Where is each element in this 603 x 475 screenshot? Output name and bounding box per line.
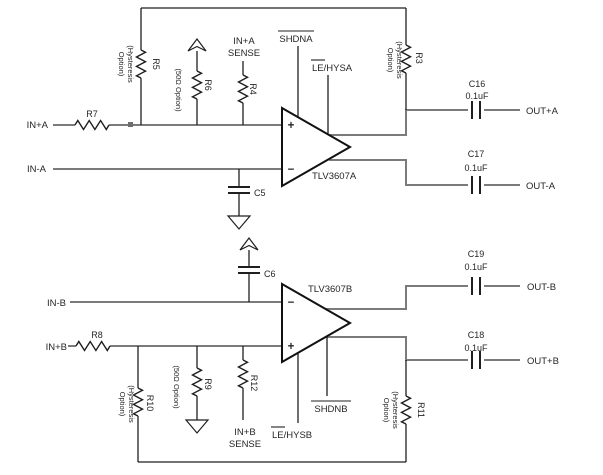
channel-b-labels: IN-B IN+B R8 R10 (Hysteresis Option) R9 …	[46, 249, 559, 450]
supply-arrow-icon	[239, 237, 259, 251]
net-out-plus-a	[329, 109, 520, 136]
c17-value: 0.1uF	[464, 163, 488, 173]
branch-wires	[137, 7, 407, 463]
r4-label: R4	[248, 83, 258, 95]
in-plus-b-sense-line2: SENSE	[229, 439, 261, 450]
c16-value: 0.1uF	[465, 91, 489, 101]
r9-label: R9	[203, 378, 213, 390]
r6-option-label: (50Ω Option)	[174, 68, 183, 112]
overlines	[271, 30, 351, 428]
cap-c16-symbol	[471, 101, 481, 119]
comparator-a: + − TLV3607A	[281, 106, 357, 188]
comparator-a-minus-sign: −	[288, 164, 295, 176]
nets	[53, 109, 520, 361]
ground-icon	[184, 419, 210, 434]
in-plus-a-label: IN+A	[27, 120, 49, 131]
in-plus-b-sense-line1: IN+B	[234, 427, 255, 438]
shdnb-label: SHDNB	[314, 404, 347, 415]
r12-label: R12	[249, 375, 259, 392]
c5-label: C5	[254, 188, 266, 198]
resistor-r12-symbol	[236, 359, 250, 389]
r11-option-label: (Hysteresis Option)	[382, 391, 400, 429]
resistor-r3-symbol	[399, 44, 413, 74]
c6-label: C6	[264, 269, 276, 279]
r5-option-line2: Option)	[117, 52, 126, 77]
junction-dot	[128, 122, 133, 127]
c16-label: C16	[469, 79, 486, 89]
r5-option-label: (Hysteresis Option)	[117, 45, 135, 83]
le-hysb-label: LE/HYSB	[272, 430, 312, 441]
channel-a-labels: IN+A IN-A R7 R5 (Hysteresis Option) R6 (…	[27, 34, 559, 198]
r10-option-line2: Option)	[118, 392, 127, 417]
out-minus-b-label: OUT-B	[527, 282, 556, 293]
net-out-minus-a	[329, 159, 520, 186]
r3-label: R3	[414, 52, 424, 64]
net-out-plus-b	[326, 336, 520, 361]
in-minus-b-label: IN-B	[47, 298, 66, 309]
cap-c18-symbol	[471, 351, 481, 369]
r5-label: R5	[151, 58, 161, 70]
out-minus-a-label: OUT-A	[526, 181, 556, 192]
power-symbols	[184, 38, 259, 434]
r8-label: R8	[91, 330, 103, 340]
c17-label: C17	[468, 149, 485, 159]
comparator-a-label: TLV3607A	[312, 171, 357, 182]
resistor-r7-symbol	[74, 119, 110, 131]
in-plus-a-sense-line1: IN+A	[233, 36, 255, 47]
resistor-r4-symbol	[236, 74, 250, 104]
in-plus-a-sense-line2: SENSE	[228, 48, 260, 59]
resistor-r11-symbol	[399, 395, 413, 425]
cap-c19-symbol	[471, 277, 481, 295]
cap-c5-symbol	[228, 186, 250, 194]
le-hysa-label: LE/HYSA	[312, 63, 353, 74]
comparator-b-body	[281, 282, 353, 364]
r10-label: R10	[145, 395, 155, 412]
c19-label: C19	[468, 249, 485, 259]
comparator-b: − + TLV3607B	[281, 282, 353, 364]
resistor-r6-symbol	[190, 70, 204, 100]
r3-option-label: (Hysteresis Option)	[386, 41, 404, 79]
r7-label: R7	[86, 109, 98, 119]
r5-option-line1: (Hysteresis	[126, 45, 135, 83]
r6-label: R6	[203, 79, 213, 91]
r3-option-line2: Option)	[386, 48, 395, 73]
r11-option-line1: (Hysteresis	[391, 391, 400, 429]
shdna-label: SHDNA	[279, 34, 313, 45]
comparator-b-plus-sign: +	[288, 341, 295, 353]
net-out-minus-b	[326, 285, 520, 310]
resistor-r5-symbol	[134, 49, 148, 79]
resistor-r8-symbol	[75, 340, 111, 352]
in-minus-a-label: IN-A	[27, 164, 47, 175]
comparator-a-body	[281, 106, 353, 188]
comparator-b-label: TLV3607B	[308, 284, 352, 295]
cap-c6-symbol	[238, 266, 260, 274]
capacitor-symbols	[228, 101, 481, 369]
ground-icon	[226, 215, 252, 230]
resistor-r10-symbol	[131, 387, 145, 417]
resistor-r9-symbol	[190, 367, 204, 397]
supply-arrow-icon	[187, 38, 207, 52]
c19-value: 0.1uF	[464, 262, 488, 272]
out-plus-a-label: OUT+A	[526, 106, 559, 117]
in-plus-b-label: IN+B	[46, 342, 67, 353]
r11-label: R11	[416, 402, 426, 418]
resistor-symbols	[74, 44, 413, 425]
r10-option-label: (Hysteresis Option)	[118, 385, 136, 423]
out-plus-b-label: OUT+B	[527, 356, 559, 367]
c18-value: 0.1uF	[464, 343, 488, 353]
r9-option-label: (50Ω Option)	[172, 365, 181, 409]
c18-label: C18	[468, 330, 485, 340]
comparator-b-minus-sign: −	[288, 297, 295, 309]
r3-option-line1: (Hysteresis	[395, 41, 404, 79]
r11-option-line2: Option)	[382, 398, 391, 423]
comparator-a-plus-sign: +	[288, 120, 295, 132]
r10-option-line1: (Hysteresis	[127, 385, 136, 423]
cap-c17-symbol	[471, 176, 481, 194]
